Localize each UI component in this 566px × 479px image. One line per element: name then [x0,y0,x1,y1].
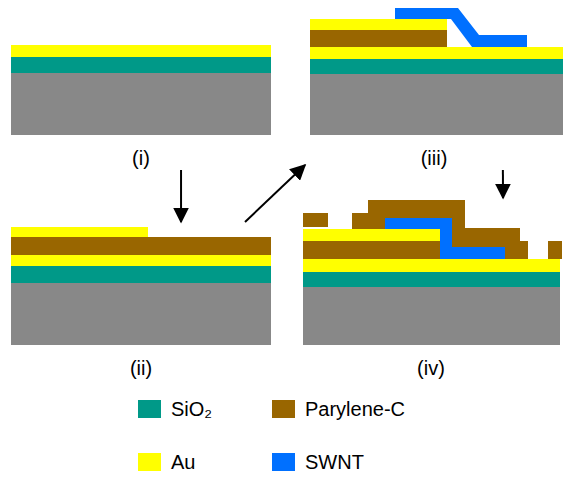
step-ii-stack [11,227,271,345]
process-step: (iv) [300,198,562,380]
step-label: (iv) [300,356,562,380]
legend-swatch [272,400,295,418]
step-label: (iii) [305,146,563,170]
legend-swatch [272,453,295,471]
step-label: (ii) [11,356,271,380]
process-arrow [180,170,182,222]
legend-entry: Parylene-C [272,397,405,421]
legend-text: Au [171,450,195,474]
legend-entry: SWNT [272,450,364,474]
legend-text: SiO₂ [171,397,212,421]
process-arrow [245,165,305,222]
step-iv-stack [303,200,562,345]
step-i-stack [11,45,271,135]
legend-entry: SiO₂ [138,397,212,421]
legend-text: Parylene-C [305,397,405,421]
process-arrow [502,170,504,198]
legend-swatch [138,400,161,418]
legend-text: SWNT [305,450,364,474]
process-step: (ii) [11,222,271,380]
step-label: (i) [11,146,271,170]
process-step: (i) [11,40,271,170]
process-step: (iii) [305,4,563,170]
legend-swatch [138,453,161,471]
legend-entry: Au [138,450,195,474]
step-iii-stack [310,8,563,135]
